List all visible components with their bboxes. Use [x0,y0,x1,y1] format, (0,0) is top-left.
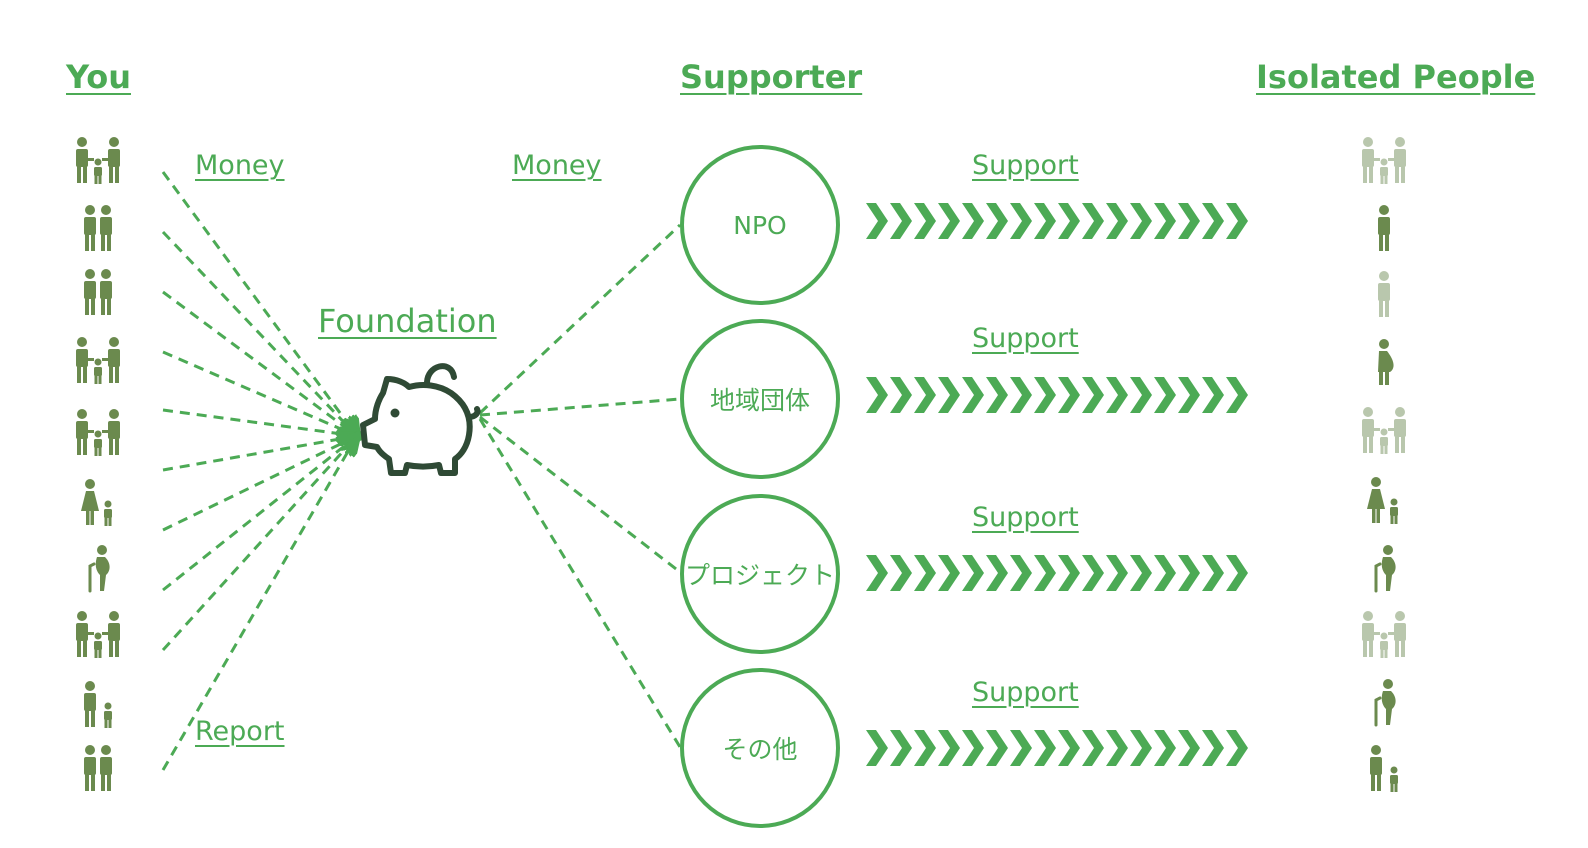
supporter-local-group: 地域団体 [680,319,840,479]
couple-icon [84,269,112,315]
mother-child-icon [1367,477,1398,524]
foundation-label: Foundation [318,302,497,340]
money-label-you: Money [195,150,285,181]
family-icon [76,337,120,384]
elderly-cane-icon [1374,679,1396,727]
heading-you: You [66,58,131,96]
family-icon [76,137,120,184]
mother-child-icon [81,479,112,526]
supporter-npo: NPO [680,145,840,305]
money-line-2 [161,230,357,436]
pregnant-woman-icon [1378,339,1394,385]
support-label-local-group: Support [972,323,1079,354]
piggy-bank-icon [360,363,481,476]
family-icon [1362,611,1406,658]
couple-icon [84,745,112,791]
person-icon [1378,205,1390,251]
family-icon [1362,137,1406,184]
grant-line-other [478,418,682,748]
elderly-cane-icon [88,545,110,593]
support-arrow-npo [866,203,1248,239]
grant-line-local [479,397,681,417]
money-label-foundation: Money [512,150,602,181]
couple-icon [84,205,112,251]
grant-line-project [479,415,681,574]
family-icon [1362,407,1406,454]
father-child-icon [1370,745,1398,792]
support-label-npo: Support [972,150,1079,181]
family-icon [76,611,120,658]
heading-isolated-people: Isolated People [1256,58,1536,96]
money-line-1 [161,171,357,436]
money-line-3 [162,290,357,436]
grant-line-npo [478,223,682,415]
support-arrow-local-group [866,377,1248,413]
family-icon [76,409,120,456]
money-line-9 [161,436,357,652]
support-label-other: Support [972,677,1079,708]
support-arrow-other [866,730,1248,766]
money-line-8 [162,436,357,592]
support-arrow-project [866,555,1248,591]
support-label-project: Support [972,502,1079,533]
money-line-6 [162,436,357,472]
report-line [161,435,359,771]
supporter-project: プロジェクト [680,494,840,654]
money-line-7 [162,436,357,532]
supporter-other: その他 [680,668,840,828]
elderly-cane-icon [1374,545,1396,593]
money-line-4 [162,350,357,436]
father-child-icon [84,681,112,728]
heading-supporter: Supporter [680,58,863,96]
person-icon [1378,271,1390,317]
report-label: Report [195,716,285,747]
